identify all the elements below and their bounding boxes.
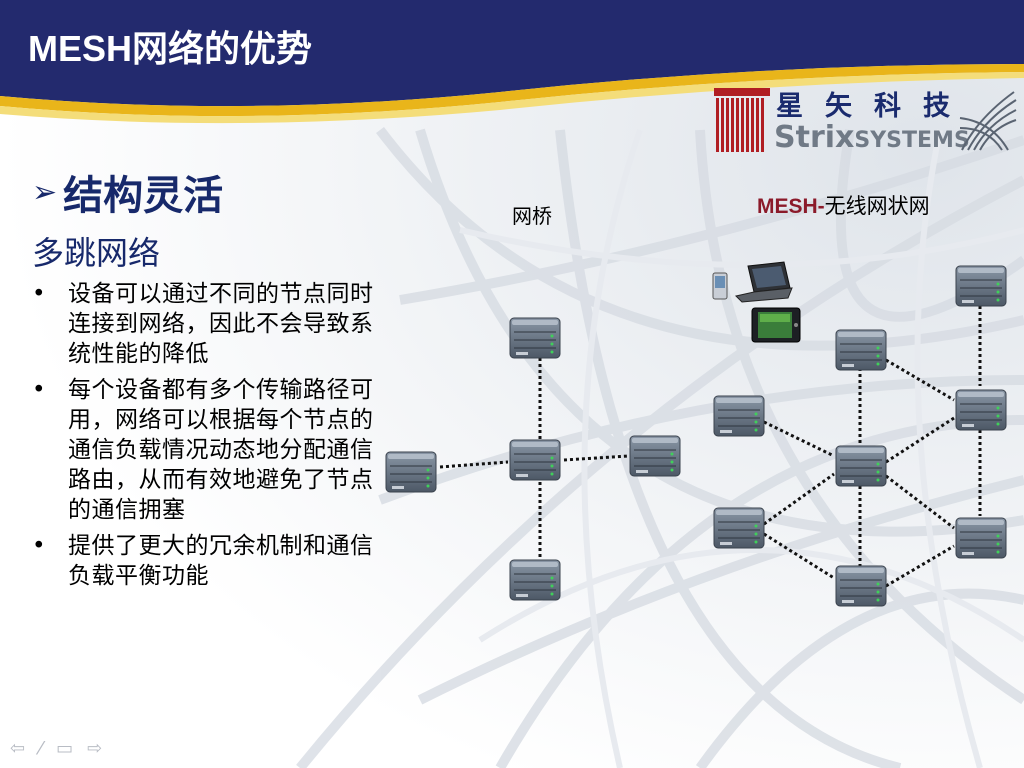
list-item-text: 每个设备都有多个传输路径可用，网络可以根据每个节点的通信负载情况动态地分配通信路…	[68, 377, 374, 523]
logo-swirl-icon	[959, 91, 1017, 151]
bullet-dot-icon: •	[32, 281, 47, 307]
logo-char: 技	[923, 91, 950, 122]
logo-char: 矢	[825, 91, 852, 122]
pda-icon	[712, 272, 728, 300]
bridge-server-top	[509, 317, 561, 359]
bridge-server-left	[385, 451, 437, 493]
mesh-label: MESH-无线网状网	[757, 190, 930, 220]
bridge-label: 网桥	[512, 204, 552, 228]
logo-wordmark-systems: SYSTEMS	[854, 128, 970, 153]
bullet-list: • 设备可以通过不同的节点同时连接到网络，因此不会导致系统性能的降低 • 每个设备都…	[30, 279, 390, 597]
previous-slide-icon[interactable]: ⇦	[10, 738, 26, 759]
mesh-server	[835, 565, 887, 607]
bridge-server-center	[509, 439, 561, 481]
slide-menu-icon[interactable]: ▭	[56, 738, 74, 759]
mesh-server	[713, 395, 765, 437]
mesh-server	[955, 517, 1007, 559]
logo-wordmark-strix: Strix	[774, 120, 855, 155]
slide-navigation: ⇦ ⁄ ▭ ⇨	[10, 738, 102, 759]
mesh-server	[835, 329, 887, 371]
list-item: • 设备可以通过不同的节点同时连接到网络，因此不会导致系统性能的降低	[30, 279, 390, 369]
page-title: MESH网络的优势	[28, 28, 313, 69]
bridge-server-bottom	[509, 559, 561, 601]
section-heading: ➢ 结构灵活	[32, 163, 223, 221]
next-slide-icon[interactable]: ⇨	[87, 738, 103, 759]
list-item-text: 提供了更大的冗余机制和通信负载平衡功能	[68, 533, 374, 589]
arrow-bullet-icon: ➢	[32, 174, 58, 210]
logo-char: 科	[874, 91, 901, 122]
mesh-server	[835, 445, 887, 487]
tablet-icon	[751, 307, 801, 343]
bridge-server-right	[629, 435, 681, 477]
header-band	[0, 0, 1024, 124]
pen-tool-icon[interactable]: ⁄	[39, 738, 43, 759]
section-heading-text: 结构灵活	[63, 173, 224, 219]
section-subheading: 多跳网络	[32, 234, 161, 272]
mesh-server	[955, 389, 1007, 431]
logo-wordmark: StrixSYSTEMS	[774, 120, 970, 155]
bullet-dot-icon: •	[32, 533, 47, 559]
mesh-label-prefix: MESH-	[757, 195, 825, 218]
mesh-label-suffix: 无线网状网	[824, 194, 930, 218]
mesh-server	[955, 265, 1007, 307]
logo-emblem-icon	[714, 88, 770, 152]
list-item: • 提供了更大的冗余机制和通信负载平衡功能	[30, 531, 390, 591]
laptop-icon	[735, 261, 793, 303]
strix-systems-logo: 星 矢 科 技 StrixSYSTEMS	[710, 86, 1017, 156]
list-item: • 每个设备都有多个传输路径可用，网络可以根据每个节点的通信负载情况动态地分配通信…	[30, 375, 390, 525]
mesh-server	[713, 507, 765, 549]
logo-char: 星	[776, 91, 803, 122]
list-item-text: 设备可以通过不同的节点同时连接到网络，因此不会导致系统性能的降低	[68, 281, 374, 367]
bullet-dot-icon: •	[32, 377, 47, 403]
